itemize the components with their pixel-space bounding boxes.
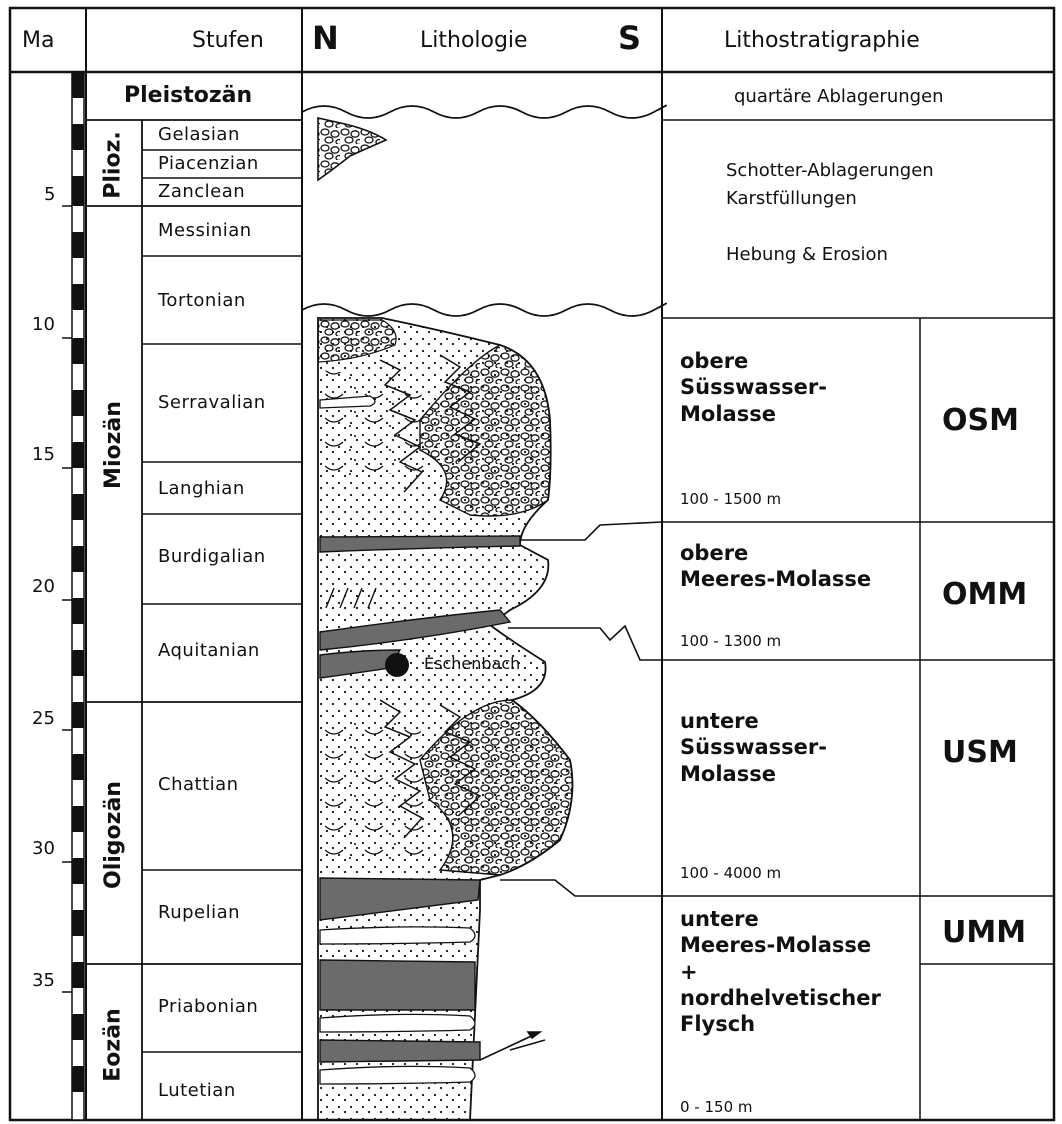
eschenbach-label: Eschenbach <box>424 656 520 672</box>
umm-thickness: 0 - 150 m <box>680 1100 753 1115</box>
stage-messinian: Messinian <box>158 222 252 240</box>
epoch-pleistocene: Pleistozän <box>124 85 252 107</box>
age-tick-label: 25 <box>32 710 55 728</box>
ma-header: Ma <box>22 30 54 52</box>
gravel-deposits: Schotter-Ablagerungen <box>726 162 934 180</box>
age-tick-label: 15 <box>32 446 55 464</box>
age-tick-label: 35 <box>32 972 55 990</box>
stage-zanclean: Zanclean <box>158 183 245 201</box>
epoch-oligocene: Oligozän <box>86 820 142 850</box>
stage-aquitanian: Aquitanian <box>158 642 260 660</box>
omm-abbreviation: OMM <box>942 580 1027 610</box>
stage-gelasian: Gelasian <box>158 126 240 144</box>
age-tick-label: 30 <box>32 840 55 858</box>
pliocene-gravel-wedge <box>318 118 386 180</box>
north-label: N <box>312 22 339 54</box>
osm-abbreviation: OSM <box>942 406 1019 436</box>
stage-chattian: Chattian <box>158 776 239 794</box>
osm-thickness: 100 - 1500 m <box>680 492 781 507</box>
stage-piacenzian: Piacenzian <box>158 155 259 173</box>
south-label: S <box>618 22 641 54</box>
osm-unit-name: obere Süsswasser- Molasse <box>680 348 827 427</box>
stage-priabonian: Priabonian <box>158 998 258 1016</box>
stage-tortonian: Tortonian <box>158 292 246 310</box>
omm-unit-name: obere Meeres-Molasse <box>680 540 871 593</box>
karst-fillings: Karstfüllungen <box>726 190 857 208</box>
usm-unit-name: untere Süsswasser- Molasse <box>680 708 827 787</box>
age-tick-label: 20 <box>32 578 55 596</box>
age-tick-label: 5 <box>44 186 55 204</box>
omm-thickness: 100 - 1300 m <box>680 634 781 649</box>
stage-burdigalian: Burdigalian <box>158 548 266 566</box>
lithostratigraphy-header: Lithostratigraphie <box>724 30 920 52</box>
eschenbach-point <box>385 653 409 677</box>
epoch-eocene: Eozän <box>86 1030 142 1060</box>
stage-rupelian: Rupelian <box>158 904 240 922</box>
age-scale-bar <box>72 72 84 1120</box>
umm-unit-name: untere Meeres-Molasse + nordhelvetischer… <box>680 906 881 1037</box>
epoch-pliocene: Plioz. <box>86 150 142 180</box>
stage-serravalian: Serravalian <box>158 394 266 412</box>
usm-thickness: 100 - 4000 m <box>680 866 781 881</box>
lithology-header: Lithologie <box>420 30 528 52</box>
uplift-erosion: Hebung & Erosion <box>726 246 888 264</box>
stages-header: Stufen <box>192 30 264 52</box>
stage-langhian: Langhian <box>158 480 245 498</box>
usm-abbreviation: USM <box>942 738 1018 768</box>
epoch-miocene: Miozän <box>86 430 142 460</box>
umm-abbreviation: UMM <box>942 918 1026 948</box>
age-tick-label: 10 <box>32 316 55 334</box>
stage-lutetian: Lutetian <box>158 1082 236 1100</box>
quaternary-deposits: quartäre Ablagerungen <box>734 88 944 106</box>
